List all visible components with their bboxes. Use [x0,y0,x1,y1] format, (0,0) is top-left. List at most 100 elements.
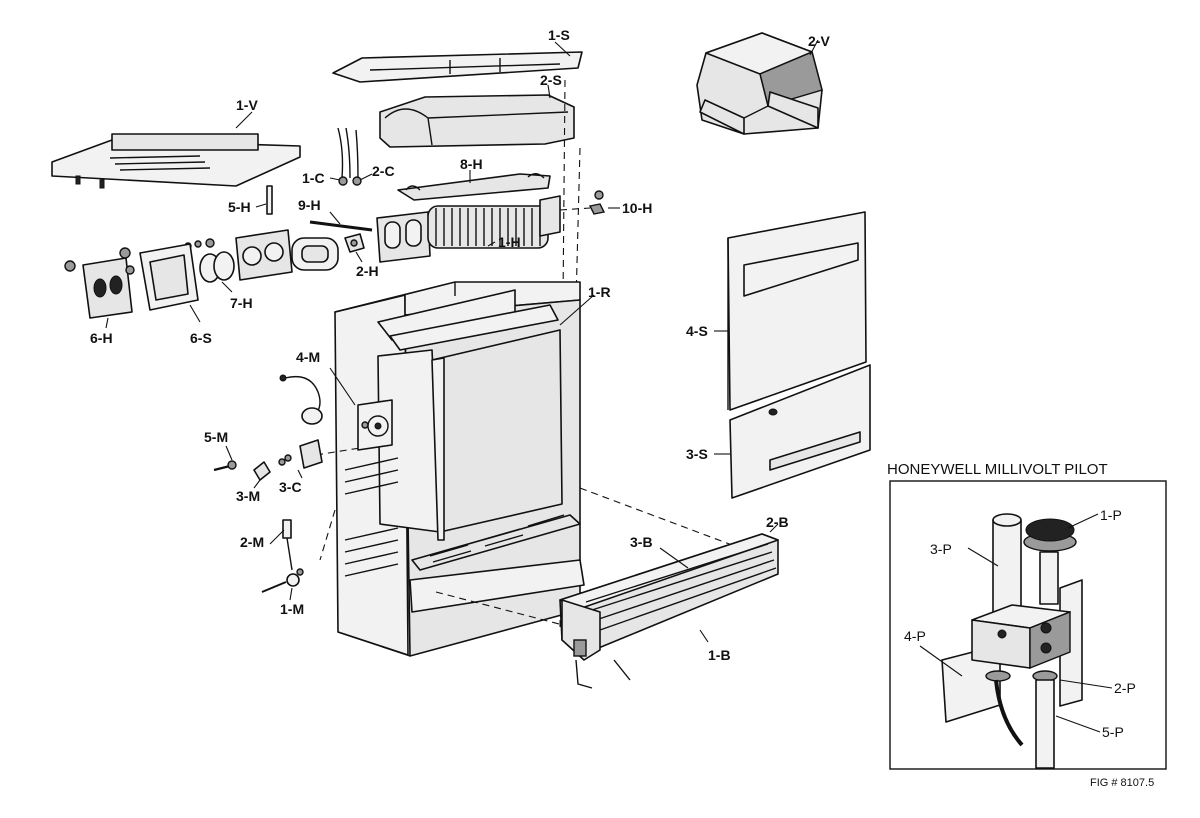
part-1-p-pilot-hood [1023,518,1077,605]
label-3-c: 3-C [279,479,302,495]
part-1-s-top-panel [332,51,583,83]
label-1-p: 1-P [1100,507,1122,523]
part-2-m-spark-igniter [282,519,293,571]
leader-1-v [235,111,253,129]
figure-number: FIG # 8107.5 [1090,777,1154,789]
leader-2-p [1059,679,1113,689]
part-2-v-draft-hood [696,32,823,135]
leader-2-b [769,523,779,533]
leader-7-h [221,281,233,293]
control-dial-icon [367,415,389,437]
guide-2-m [319,509,336,561]
leader-2-c [359,173,373,181]
leader-1-b [699,629,709,643]
part-7-h-seal-rings [199,251,235,283]
leader-3-b [659,547,689,569]
part-3-c-control-valve [278,439,323,469]
label-7-h: 7-H [230,295,253,311]
part-thermostat-bulb [279,374,323,425]
part-5-m-screw [213,460,237,472]
label-2-m: 2-M [240,534,264,550]
part-inlet-outlet-header [235,229,293,281]
label-3-p: 3-P [930,541,952,557]
part-1-v-vent-top [51,133,301,189]
leader-2-s [547,84,551,99]
label-2-v: 2-V [808,33,830,49]
label-1-h: 1-H [498,234,521,250]
part-heater-cabinet [334,281,585,657]
guide-10-h [559,207,591,211]
label-1-s: 1-S [548,27,570,43]
guide-burner-top [579,487,741,549]
leader-5-h [255,203,267,208]
label-10-h: 10-H [622,200,652,216]
part-6-h-flange [64,247,135,319]
callout-labels: 1-S 2-S 2-V 1-V 1-C 2-C 8-H 5-H 9-H 10-H… [90,27,830,663]
label-9-h: 9-H [298,197,321,213]
leader-1-r [559,294,595,326]
part-4-s-upper-door [727,211,867,411]
leader-3-m [253,479,261,489]
label-6-h: 6-H [90,330,113,346]
part-2-p-fitting-nuts [985,670,1058,682]
leader-6-h [105,317,109,329]
part-3-p-pilot-tube [992,513,1022,621]
label-1-r: 1-R [588,284,611,300]
label-5-p: 5-P [1102,724,1124,740]
part-1-c-2-c-thermocouple-wires [337,127,362,186]
part-pilot-block [971,604,1071,670]
part-header-gasket [291,237,339,271]
label-3-b: 3-B [630,534,653,550]
label-3-m: 3-M [236,488,260,504]
leader-9-h [329,211,341,225]
leader-5-p [1055,715,1101,733]
label-3-s: 3-S [686,446,708,462]
cabinet-louvers [344,457,399,577]
leader-4-m [329,367,356,406]
leader-1-h [487,241,496,247]
leader-1-m [289,587,293,601]
part-burner-assembly [559,533,779,689]
leader-2-h [355,251,363,263]
part-1-m-pilot-assembly [261,568,304,593]
leader-2-m [269,529,285,545]
leader-3-p [967,547,999,567]
label-1-v: 1-V [236,97,258,113]
part-8-h-baffle [397,173,551,201]
label-1-c: 1-C [302,170,325,186]
label-2-c: 2-C [372,163,395,179]
label-4-m: 4-M [296,349,320,365]
part-6-s-gasket [139,243,199,311]
leader-2-v [809,39,819,56]
part-5-p-supply-tubing [994,679,1055,769]
leader-1-p [1067,513,1099,529]
pilot-inset-title: HONEYWELL MILLIVOLT PILOT [887,461,1108,478]
leader-5-m [225,445,233,461]
part-3-m-knob [253,461,271,481]
leader-3-c [297,469,303,479]
guide-4-m [315,447,361,456]
part-4-m-control-plate [357,399,393,451]
part-5-h-pin [266,185,273,215]
label-6-s: 6-S [190,330,212,346]
part-9-h-rod [309,220,373,232]
leader-6-s [189,304,201,323]
label-5-m: 5-M [204,429,228,445]
label-1-m: 1-M [280,601,304,617]
label-5-h: 5-H [228,199,251,215]
part-2-s-top-shield [379,94,575,148]
label-2-p: 2-P [1114,680,1136,696]
label-1-b: 1-B [708,647,731,663]
part-10-h-fittings [588,190,606,215]
label-4-p: 4-P [904,628,926,644]
part-1-h-heat-exchanger [376,195,561,263]
leader-1-s [554,41,571,57]
burner-tubes [585,543,777,631]
leader-4-p [919,645,963,677]
pilot-inset: HONEYWELL MILLIVOLT PILOT [887,461,1167,770]
part-3-s-lower-door [729,364,871,499]
part-2-h-fitting [344,233,365,253]
label-2-h: 2-H [356,263,379,279]
label-8-h: 8-H [460,156,483,172]
